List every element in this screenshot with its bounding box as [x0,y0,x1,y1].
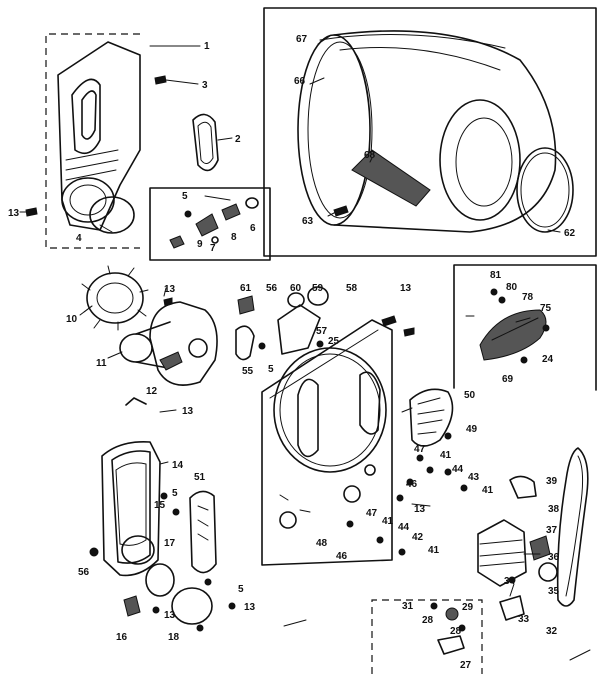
callout-13: 13 [182,406,194,417]
callout-56: 56 [78,567,90,578]
callout-13: 13 [414,504,426,515]
callout-1: 1 [204,41,210,52]
blower-housing-group [81,265,218,386]
callout-3: 3 [202,80,208,91]
callout-13: 13 [244,602,256,613]
callout-43: 43 [468,472,480,483]
callout-24: 24 [542,354,554,365]
callout-29: 29 [462,602,474,613]
callout-68: 68 [364,150,376,161]
callout-11: 11 [96,358,107,369]
callout-51: 51 [194,472,206,483]
igniter-bracket-group [235,286,329,361]
callout-41: 41 [382,516,394,527]
callout-36: 36 [548,552,560,563]
callout-46: 46 [406,479,418,490]
callout-57: 57 [316,326,328,337]
callout-50: 50 [464,390,476,401]
rear-bulkhead-group [261,315,415,566]
callout-78: 78 [522,292,534,303]
callout-48: 48 [316,538,328,549]
callout-25: 25 [328,336,340,347]
callout-9: 9 [197,239,203,250]
drive-belt-group [556,447,589,607]
callout-59: 59 [312,283,324,294]
idler-bracket-group [499,583,525,621]
callout-58: 58 [346,283,358,294]
callout-12: 12 [146,386,158,397]
callout-27: 27 [460,660,472,671]
callout-49: 49 [466,424,478,435]
callout-16: 16 [116,632,128,643]
callout-66: 66 [294,76,306,87]
callout-44: 44 [398,522,410,533]
callout-8: 8 [231,232,237,243]
callout-4: 4 [76,233,82,244]
callout-5: 5 [172,488,178,499]
scan-mark [283,619,307,627]
idler-pulley-group [371,599,483,674]
callout-44: 44 [452,464,464,475]
callout-6: 6 [250,223,256,234]
callout-62: 62 [564,228,576,239]
callout-55: 55 [242,366,254,377]
callout-81: 81 [490,270,502,281]
callout-32: 32 [546,626,558,637]
callout-41: 41 [440,450,452,461]
callout-34: 34 [504,576,516,587]
callout-33: 33 [518,614,530,625]
callout-13: 13 [164,284,176,295]
callout-10: 10 [66,314,78,325]
callout-labels: 1 3 2 13 4 5 6 8 9 7 67 66 68 63 62 10 1… [8,34,576,671]
callout-38: 38 [548,504,560,515]
callout-2: 2 [235,134,241,145]
callout-63: 63 [302,216,314,227]
lint-duct-group [89,397,217,577]
door-switch-group [453,264,597,391]
callout-13: 13 [164,610,176,621]
callout-47: 47 [366,508,378,519]
lower-parts-group [123,563,236,632]
hardware-group [346,454,468,556]
callout-75: 75 [540,303,552,314]
callout-39: 39 [546,476,558,487]
callout-46: 46 [336,551,348,562]
motor-group [477,475,558,587]
callout-18: 18 [168,632,180,643]
callout-69: 69 [502,374,514,385]
callout-15: 15 [154,500,166,511]
drum-group [263,7,597,257]
vent-assembly-group [25,33,219,249]
callout-42: 42 [412,532,424,543]
callout-17: 17 [164,538,176,549]
callout-41: 41 [428,545,440,556]
callout-13: 13 [8,208,20,219]
callout-56: 56 [266,283,278,294]
callout-35: 35 [548,586,560,597]
thermostat-parts-group [149,187,271,261]
callout-37: 37 [546,525,558,536]
callout-5: 5 [182,191,188,202]
sensor-group [409,388,454,447]
callout-5: 5 [268,364,274,375]
callout-28: 28 [422,615,434,626]
leader-lines [19,35,561,465]
callout-31: 31 [402,601,414,612]
callout-67: 67 [296,34,308,45]
callout-61: 61 [240,283,252,294]
callout-14: 14 [172,460,184,471]
callout-80: 80 [506,282,518,293]
callout-41: 41 [482,485,494,496]
callout-28: 28 [450,626,462,637]
scan-mark [569,649,591,661]
callout-60: 60 [290,283,302,294]
callout-47: 47 [414,444,426,455]
callout-7: 7 [210,243,216,254]
callout-5: 5 [238,584,244,595]
callout-13: 13 [400,283,412,294]
